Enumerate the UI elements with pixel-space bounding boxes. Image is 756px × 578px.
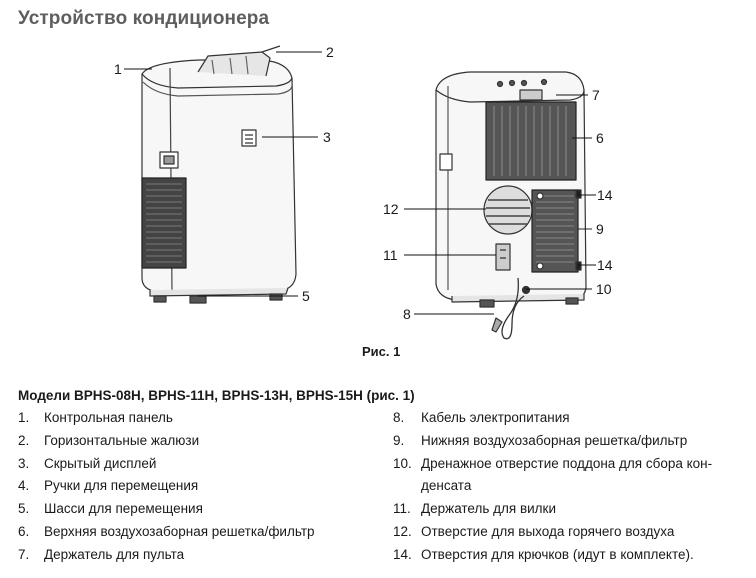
callout-1: 1	[114, 61, 122, 77]
callout-5: 5	[302, 288, 310, 304]
item-label: Ручки для перемещения	[44, 478, 199, 494]
item-label: Контрольная панель	[44, 410, 173, 425]
callout-14-top: 14	[597, 187, 613, 203]
callout-12: 12	[383, 201, 399, 217]
item-label: Нижняя воздухозаборная решетка/фильтр	[421, 432, 688, 448]
item-number: 10.	[393, 455, 412, 471]
item-label: Верхняя воздухозаборная решетка/фильтр	[44, 523, 315, 539]
item-label: денсата	[421, 478, 472, 494]
callout-8: 8	[403, 306, 411, 322]
list-item-continuation: денсата	[393, 475, 743, 498]
callout-3: 3	[323, 129, 331, 145]
item-label: Скрытый дисплей	[44, 455, 157, 471]
list-item: 1. Контрольная панель	[18, 407, 378, 430]
item-number	[393, 475, 421, 498]
list-item: 2. Горизонтальные жалюзи	[18, 430, 378, 453]
item-label: Отверстие для выхода горячего воздуха	[421, 523, 675, 539]
front-unit-drawing	[141, 45, 297, 304]
item-number: 1.	[18, 410, 30, 425]
figure-caption: Рис. 1	[362, 344, 401, 359]
item-number: 2.	[18, 432, 30, 448]
item-label: Кабель электропитания	[421, 410, 570, 425]
callout-14-bottom: 14	[597, 257, 613, 273]
callout-6: 6	[596, 130, 604, 146]
item-number: 4.	[18, 478, 30, 494]
list-item: 4. Ручки для перемещения	[18, 475, 378, 498]
list-item: 11. Держатель для вилки	[393, 498, 743, 521]
item-label: Держатель для вилки	[421, 501, 557, 517]
item-number: 11.	[393, 501, 411, 517]
callout-10: 10	[596, 281, 612, 297]
list-item: 10. Дренажное отверстие поддона для сбора…	[393, 453, 743, 476]
item-number: 12.	[393, 523, 412, 539]
air-conditioner-diagram	[124, 45, 596, 340]
parts-list-left: 1. Контрольная панель 2. Горизонтальные жа…	[18, 407, 378, 567]
item-number: 5.	[18, 501, 30, 517]
list-item: 6. Верхняя воздухозаборная решетка/фильтр	[18, 521, 378, 544]
item-number: 8.	[393, 410, 405, 425]
list-item: 9. Нижняя воздухозаборная решетка/фильтр	[393, 430, 743, 453]
item-label: Шасси для перемещения	[44, 501, 203, 517]
models-heading: Модели BPHS-08H, BPHS-11H, BPHS-13H, BPH…	[18, 388, 415, 403]
figure-1: 1 2 3 5 7 6 12 14 9 11 14 10 8	[0, 38, 756, 358]
item-number: 9.	[393, 432, 405, 448]
list-item: 12. Отверстие для выхода горячего воздуха	[393, 521, 743, 544]
item-number: 14.	[393, 546, 412, 562]
item-label: Держатель для пульта	[44, 546, 185, 562]
list-item: 14. Отверстия для крючков (идут в комплек…	[393, 544, 743, 567]
list-item: 5. Шасси для перемещения	[18, 498, 378, 521]
item-number: 7.	[18, 546, 30, 562]
list-item: 7. Держатель для пульта	[18, 544, 378, 567]
back-unit-drawing	[435, 71, 587, 340]
callout-11: 11	[383, 247, 398, 263]
item-label: Горизонтальные жалюзи	[44, 432, 200, 448]
list-item: 3. Скрытый дисплей	[18, 453, 378, 476]
item-number: 3.	[18, 455, 30, 471]
callout-2: 2	[326, 44, 334, 60]
callout-7: 7	[592, 87, 600, 103]
item-label: Отверстия для крючков (идут в комплекте)…	[421, 546, 694, 562]
list-item: 8. Кабель электропитания	[393, 407, 743, 430]
page-title: Устройство кондиционера	[18, 8, 270, 29]
parts-list-right: 8. Кабель электропитания 9. Нижняя воздухо…	[393, 407, 743, 567]
item-number: 6.	[18, 523, 30, 539]
item-label: Дренажное отверстие поддона для сбора ко…	[421, 455, 713, 471]
callout-9: 9	[596, 221, 604, 237]
